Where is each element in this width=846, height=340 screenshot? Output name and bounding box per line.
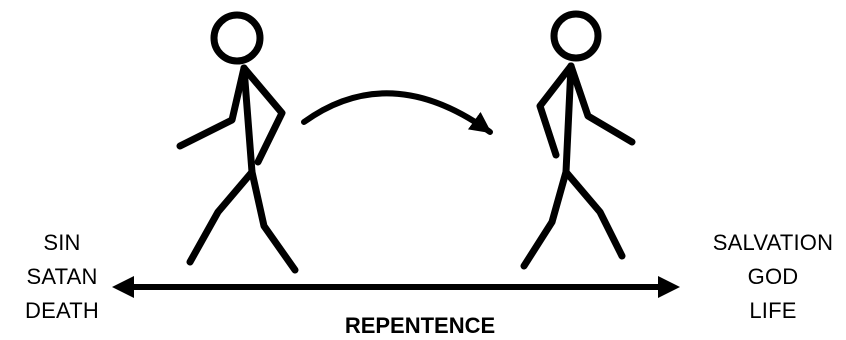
head-icon <box>550 10 602 62</box>
leg-front <box>562 168 626 260</box>
left-label-death: DEATH <box>25 298 99 323</box>
right-label-salvation: SALVATION <box>712 230 834 255</box>
head-icon <box>210 11 264 65</box>
arm-back <box>240 64 286 166</box>
right-label-god: GOD <box>747 264 799 289</box>
left-label-satan: SATAN <box>26 264 98 289</box>
curved-arrow-icon <box>301 90 493 135</box>
leg-front <box>186 168 256 266</box>
caption-repentence: REPENTENCE <box>344 313 496 338</box>
right-labels: SALVATION GOD LIFE <box>700 226 846 328</box>
body-line <box>562 62 575 176</box>
figure-walking-right <box>520 10 636 270</box>
figure-walking-left <box>176 11 299 274</box>
arm-front <box>176 64 248 150</box>
body-line <box>240 64 256 176</box>
left-label-sin: SIN <box>43 230 81 255</box>
leg-back <box>520 168 570 270</box>
leg-back <box>248 168 299 274</box>
arm-front <box>567 62 636 146</box>
left-labels: SIN SATAN DEATH <box>12 226 112 328</box>
right-label-life: LIFE <box>749 298 797 323</box>
arm-back <box>536 62 575 159</box>
double-headed-arrow-icon <box>112 276 680 298</box>
